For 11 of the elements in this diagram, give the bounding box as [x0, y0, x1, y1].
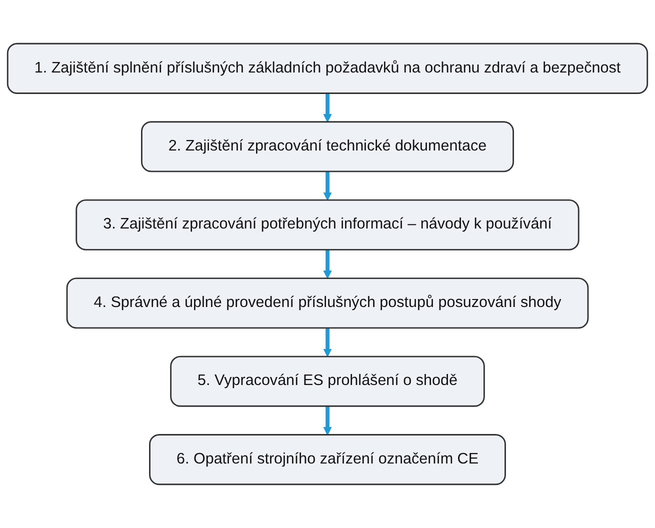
- node-box: 3. Zajištění zpracování potřebných informací – návody k používání: [76, 199, 580, 250]
- arrow: [323, 171, 332, 200]
- arrow: [323, 406, 332, 436]
- node-box: 2. Zajištění zpracování technické dokumentace: [141, 121, 514, 172]
- node-box: 6. Opatření strojního zařízení označením CE: [149, 434, 506, 486]
- node-box: 1. Zajištění splnění příslušných základních požadavků na ochranu zdraví a bezpečnost: [6, 42, 648, 94]
- arrow: [323, 93, 332, 122]
- node-box: 4. Správné a úplné provedení příslušných postupů posuzování shody: [66, 278, 589, 329]
- arrow: [323, 250, 332, 279]
- arrow: [323, 328, 332, 357]
- node-box: 5. Vypracování ES prohlášení o shodě: [170, 356, 485, 407]
